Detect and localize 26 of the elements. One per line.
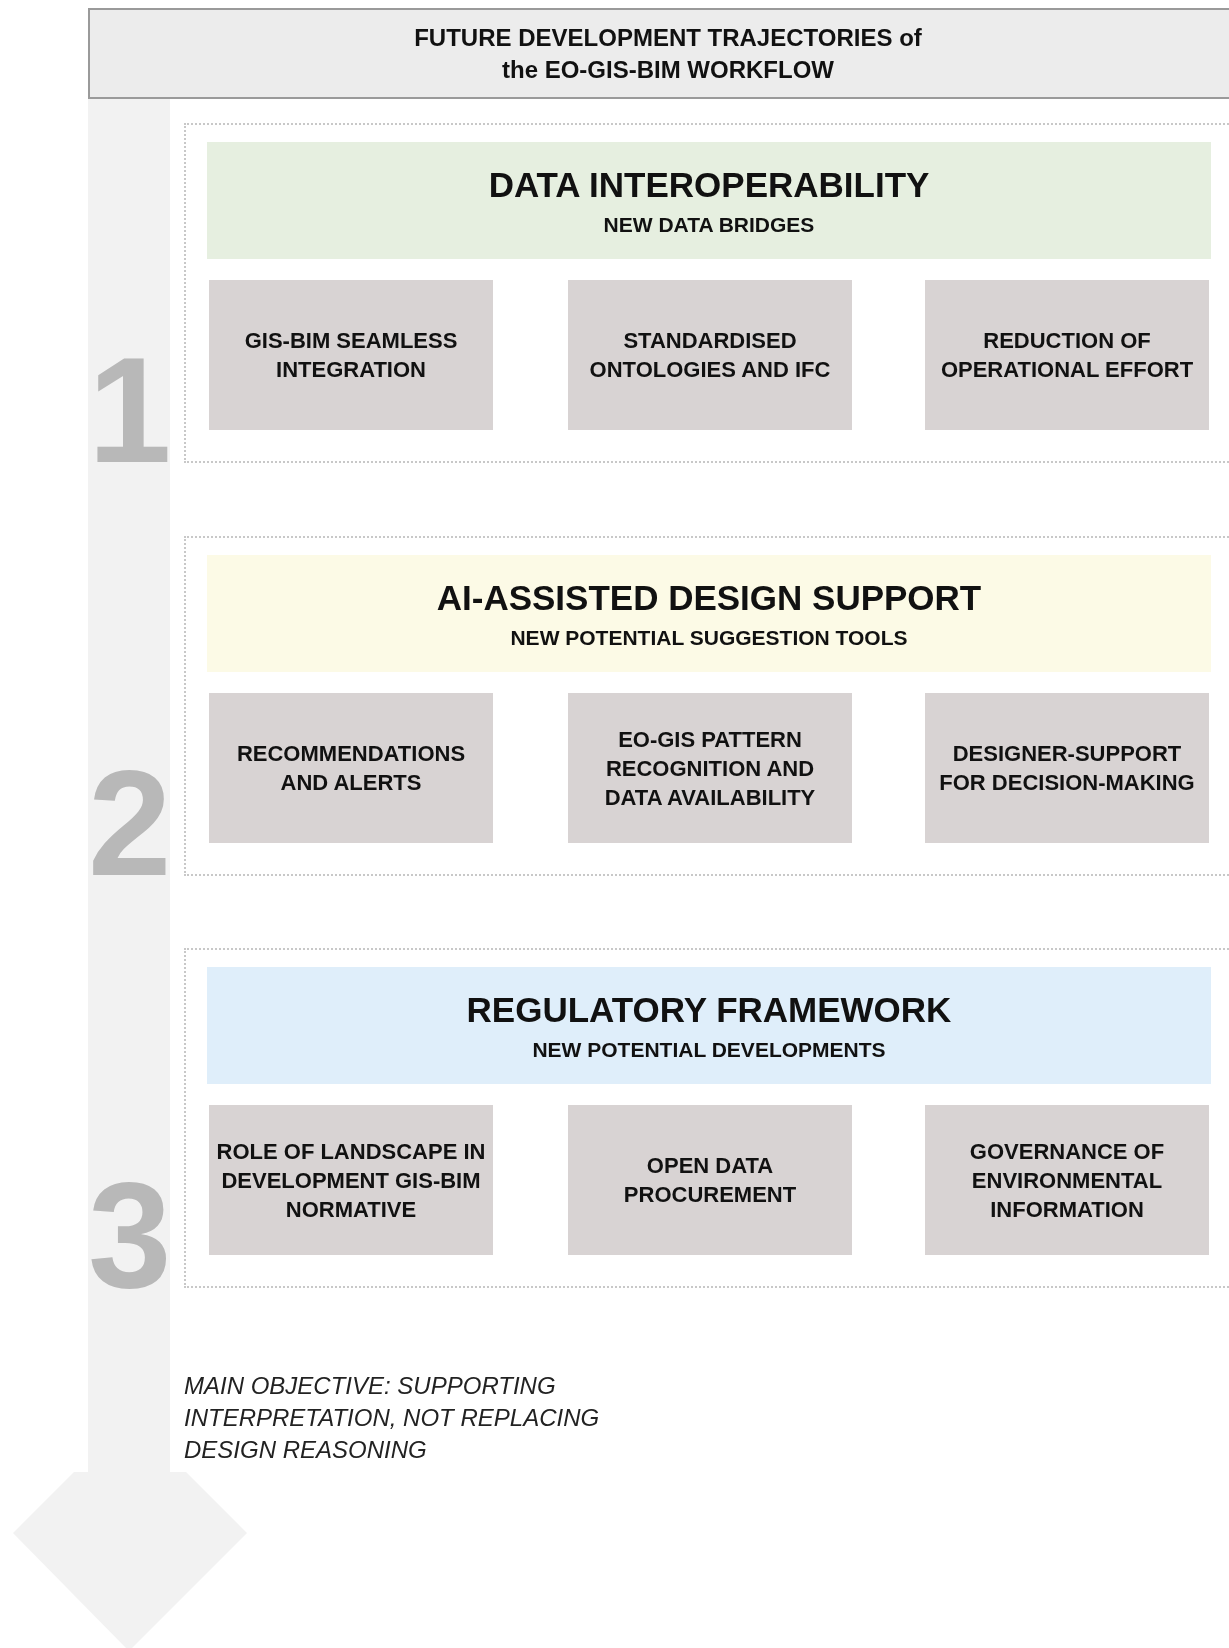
header-band <box>207 967 1211 1084</box>
header-band <box>207 142 1211 259</box>
step-number: 2 <box>88 748 170 898</box>
dotted-panel <box>184 123 1229 463</box>
topic-box: GOVERNANCE OF ENVIRONMENTAL INFORMATION <box>925 1105 1209 1255</box>
topic-box: ROLE OF LANDSCAPE IN DEVELOPMENT GIS-BIM NORMATIVE <box>209 1105 493 1255</box>
section-subheading: NEW POTENTIAL DEVELOPMENTS <box>532 1037 886 1062</box>
section-subheading: NEW DATA BRIDGES <box>603 212 815 237</box>
topic-box: GIS-BIM SEAMLESS INTEGRATION <box>209 280 493 430</box>
step-number: 1 <box>88 335 170 485</box>
header-band <box>207 555 1211 672</box>
topic-box: STANDARDISED ONTOLOGIES AND IFC <box>568 280 852 430</box>
topic-box: EO-GIS PATTERN RECOGNITION AND DATA AVAILABILITY <box>568 693 852 843</box>
topic-box: DESIGNER-SUPPORT FOR DECISION-MAKING <box>925 693 1209 843</box>
section-heading: REGULATORY FRAMEWORK <box>466 989 952 1030</box>
step-number: 3 <box>88 1160 170 1310</box>
section-subheading: NEW POTENTIAL SUGGESTION TOOLS <box>510 625 908 650</box>
topic-box: RECOMMENDATIONS AND ALERTS <box>209 693 493 843</box>
title-text: FUTURE DEVELOPMENT TRAJECTORIES of the EO-GIS-BIM WORKFLOW <box>413 22 923 85</box>
objective-note: MAIN OBJECTIVE: SUPPORTING INTERPRETATION, NOT REPLACING DESIGN REASONING <box>184 1371 601 1465</box>
section-heading: AI-ASSISTED DESIGN SUPPORT <box>436 577 982 618</box>
dotted-panel <box>184 948 1229 1288</box>
section-heading: DATA INTEROPERABILITY <box>488 164 930 205</box>
dotted-panel <box>184 536 1229 876</box>
topic-box: REDUCTION OF OPERATIONAL EFFORT <box>925 280 1209 430</box>
topic-box: OPEN DATA PROCUREMENT <box>568 1105 852 1255</box>
